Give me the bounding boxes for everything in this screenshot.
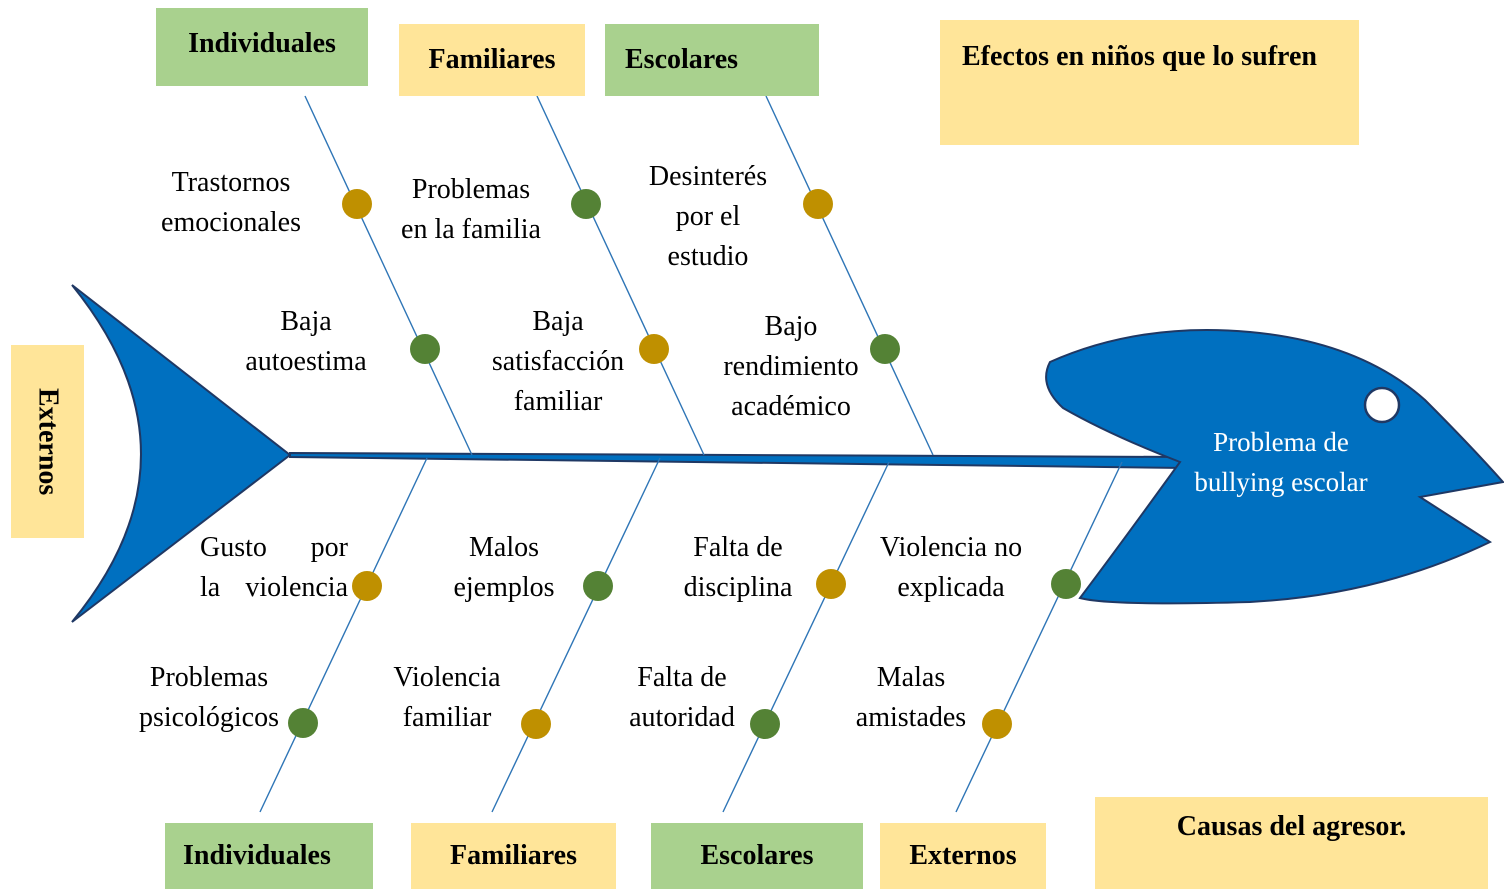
causes-category-individuales: Individuales bbox=[165, 823, 373, 889]
rib-causes-individuales bbox=[259, 457, 428, 813]
dot-falta-disciplina bbox=[816, 569, 846, 599]
cause-item-gusto-violencia: Gusto por la violencia bbox=[200, 532, 348, 603]
dot-baja-satisfaccion bbox=[639, 334, 669, 364]
effect-item-trastornos: Trastornos emocionales bbox=[161, 167, 301, 238]
effect-item-bajo-rendimiento: Bajo rendimiento académico bbox=[723, 311, 859, 422]
effects-category-externos: Externos bbox=[11, 345, 84, 538]
cause-item-malas-amistades: Malas amistades bbox=[855, 662, 967, 733]
cause-item-violencia-no-explicada: Violencia no explicada bbox=[879, 532, 1023, 603]
dot-malas-amistades bbox=[982, 709, 1012, 739]
effects-category-individuales: Individuales bbox=[156, 8, 368, 86]
dot-desinteres bbox=[803, 189, 833, 219]
cause-item-falta-disciplina: Falta de disciplina bbox=[683, 532, 793, 603]
rib-causes-externos bbox=[955, 461, 1123, 813]
causes-title: Causas del agresor. bbox=[1095, 797, 1488, 889]
rib-causes-escolares bbox=[722, 461, 890, 813]
dot-violencia-familiar bbox=[521, 709, 551, 739]
dot-violencia-no-explicada bbox=[1051, 569, 1081, 599]
effect-item-problemas-familia: Problemas en la familia bbox=[401, 174, 541, 245]
dot-problemas-psicologicos bbox=[288, 708, 318, 738]
fish-eye bbox=[1363, 386, 1401, 424]
effect-item-baja-satisfaccion: Baja satisfacción familiar bbox=[491, 306, 625, 417]
dot-falta-autoridad bbox=[750, 709, 780, 739]
cause-item-malos-ejemplos: Malos ejemplos bbox=[453, 532, 555, 603]
dot-malos-ejemplos bbox=[583, 571, 613, 601]
effect-item-desinteres: Desinterés por el estudio bbox=[648, 161, 768, 272]
effect-item-baja-autoestima: Baja autoestima bbox=[245, 306, 367, 377]
rib-effects-familiares bbox=[536, 95, 705, 456]
rib-effects-escolares bbox=[765, 95, 934, 456]
rib-effects-individuales bbox=[304, 95, 473, 456]
fish-tail bbox=[71, 284, 292, 623]
dot-bajo-rendimiento bbox=[870, 334, 900, 364]
cause-item-problemas-psicologicos: Problemas psicológicos bbox=[139, 662, 279, 733]
problem-label: Problema de bullying escolar bbox=[1194, 427, 1368, 497]
effects-category-escolares: Escolares bbox=[605, 24, 819, 96]
cause-item-falta-autoridad: Falta de autoridad bbox=[629, 662, 735, 733]
causes-category-familiares: Familiares bbox=[411, 823, 616, 889]
effects-title: Efectos en niños que lo sufren bbox=[940, 20, 1359, 145]
cause-item-violencia-familiar: Violencia familiar bbox=[393, 662, 501, 733]
rib-causes-familiares bbox=[491, 457, 661, 813]
dot-baja-autoestima bbox=[410, 334, 440, 364]
causes-category-externos: Externos bbox=[880, 823, 1046, 889]
dot-trastornos bbox=[342, 189, 372, 219]
dot-gusto-violencia bbox=[352, 571, 382, 601]
causes-category-escolares: Escolares bbox=[651, 823, 863, 889]
effects-category-familiares: Familiares bbox=[399, 24, 585, 96]
fish-spine bbox=[289, 451, 1186, 470]
dot-problemas-familia bbox=[571, 189, 601, 219]
